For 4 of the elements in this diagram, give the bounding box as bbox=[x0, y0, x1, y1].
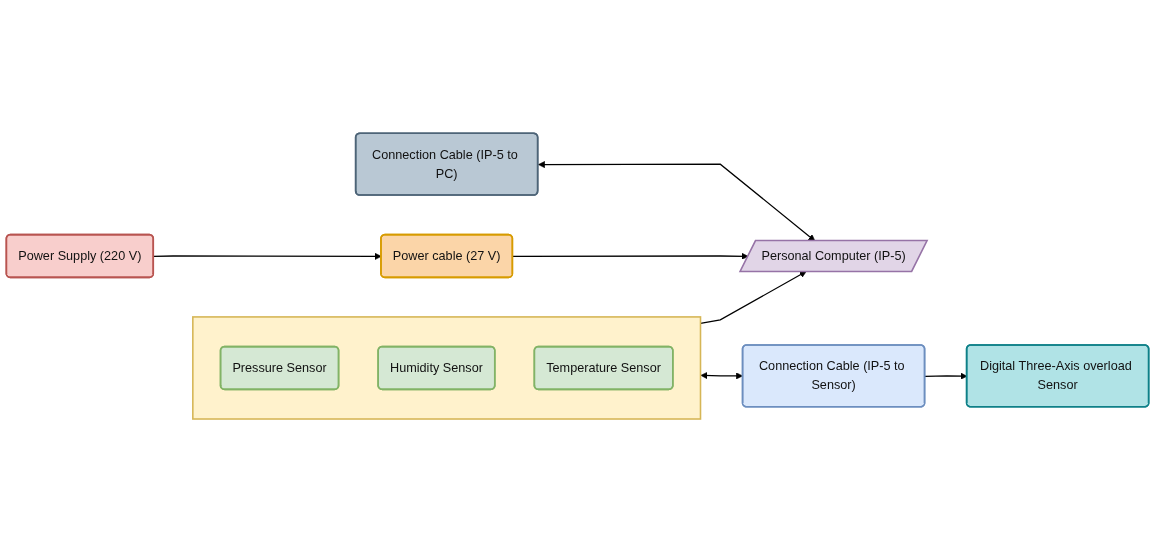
cluster bbox=[192, 316, 702, 421]
arrow bbox=[700, 372, 743, 380]
arrow bbox=[699, 271, 807, 325]
arrow bbox=[512, 253, 749, 261]
